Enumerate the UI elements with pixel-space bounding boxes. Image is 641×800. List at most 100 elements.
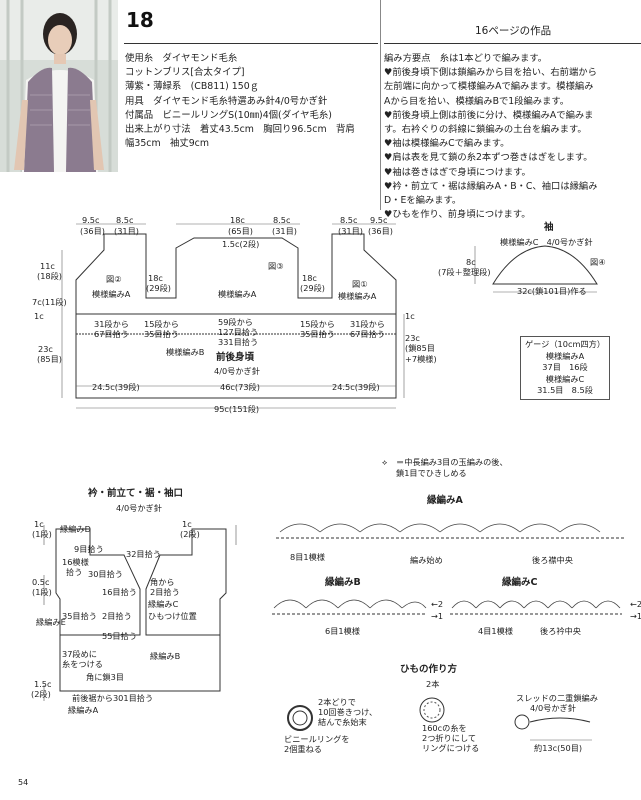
sleeve-width: 32c(鎖101目)作る bbox=[517, 286, 587, 296]
gauge-title: ゲージ（10cm四方） bbox=[524, 339, 606, 349]
dim-label: (36目) bbox=[368, 226, 393, 236]
pattern-b-label: 模様編みB bbox=[166, 347, 205, 357]
edge-label: 角に鎖3目 bbox=[86, 672, 124, 682]
bottom-dim: 24.5c(39段) bbox=[92, 382, 140, 392]
side-dim: (18段) bbox=[37, 271, 62, 281]
body-title: 前後身頃 bbox=[216, 352, 255, 363]
dim-label: (65目) bbox=[228, 226, 253, 236]
edging-b-label: →1 bbox=[431, 611, 444, 621]
method-line: 編み方要点 糸は1本どりで編みます。 bbox=[384, 53, 548, 64]
size-line-2: 幅35cm 袖丈9cm bbox=[125, 138, 209, 150]
edging-b-chart bbox=[272, 599, 427, 615]
edge-label: (2段) bbox=[180, 529, 200, 539]
gauge-a-values: 37目 16段 bbox=[542, 362, 588, 372]
method-line: ♥袖は模様編みCで編みます。 bbox=[384, 138, 510, 150]
cord-count: 2本 bbox=[426, 679, 440, 689]
edging-c-label: →1 bbox=[630, 611, 641, 621]
edging-a-label: 後ろ襟中央 bbox=[532, 555, 573, 565]
cord-title: ひもの作り方 bbox=[400, 664, 458, 675]
cord-illustration bbox=[287, 697, 592, 741]
edge-hook: 4/0号かぎ針 bbox=[116, 503, 162, 513]
side-dim: 11c bbox=[40, 261, 55, 271]
edging-c-chart bbox=[450, 600, 622, 615]
edge-label: (2段) bbox=[31, 689, 51, 699]
size-line-1: 出来上がり寸法 着丈43.5cm 胸回り96.5cm 背肩 bbox=[125, 124, 355, 136]
pattern-number: 18 bbox=[126, 8, 154, 32]
method-line: D・Eを編みます。 bbox=[384, 195, 462, 207]
yarn-color: 薄紫・薄緑系 (CB811) 150ｇ bbox=[125, 81, 260, 93]
fig-label: 図③ bbox=[268, 261, 284, 271]
cord-step: 2本どりで bbox=[318, 697, 356, 707]
dim-label: (36目) bbox=[80, 226, 105, 236]
edge-label: 32目拾う bbox=[126, 549, 161, 559]
method-line: ♥衿・前立て・裾は縁編みA・B・C、袖口は縁編み bbox=[384, 180, 598, 192]
pickup-label: 15段から bbox=[300, 319, 335, 329]
armhole-rows: (29段) bbox=[146, 283, 171, 293]
accessories-line: 付属品 ビニールリングS(10㎜)4個(ダイヤ毛糸) bbox=[125, 109, 332, 121]
armhole-label: 18c bbox=[148, 273, 163, 283]
edge-label: 拾う bbox=[66, 567, 83, 577]
pickup-label: 331目拾う bbox=[218, 337, 259, 347]
method-line: す。右衿ぐりの斜線に鎖編みの土台を編みます。 bbox=[384, 124, 587, 136]
side-dim: 23c bbox=[38, 344, 53, 354]
pickup-label: 59段から bbox=[218, 317, 253, 327]
edging-a-chart bbox=[276, 523, 624, 539]
edge-label: 前後裾から301目拾う bbox=[72, 693, 154, 703]
edge-label: 30目拾う bbox=[88, 569, 123, 579]
edge-diagram bbox=[43, 525, 237, 701]
edge-label: 縁編みA bbox=[68, 705, 99, 715]
sleeve-diagram bbox=[474, 245, 598, 293]
edging-c-label: 4目1模様 bbox=[478, 626, 513, 636]
edge-label: 縁編みE bbox=[36, 617, 66, 627]
pickup-label: 31段から bbox=[94, 319, 129, 329]
edge-label: 縁編みB bbox=[150, 651, 181, 661]
gauge-a: 模様編みA bbox=[545, 350, 585, 361]
edging-a-label: 8目1模様 bbox=[290, 552, 325, 562]
cord-length: 約13c(50目) bbox=[534, 743, 583, 753]
column-divider bbox=[380, 0, 381, 210]
cord-step: ビニールリングを bbox=[284, 734, 350, 744]
pickup-label: 35目拾う bbox=[144, 329, 179, 339]
edge-label: 1c bbox=[182, 519, 192, 529]
pickup-label: 67目拾う bbox=[350, 329, 385, 339]
right-dim: 23c bbox=[405, 333, 420, 343]
page-number: 54 bbox=[18, 778, 29, 787]
edging-b-label: 6目1模様 bbox=[325, 626, 360, 636]
yarn-line: 使用糸 ダイヤモンド毛糸 bbox=[125, 53, 238, 64]
edge-label: 2目拾う bbox=[150, 587, 180, 597]
dim-label: (31目) bbox=[272, 226, 297, 236]
method-line: Aから目を拾い、模様編みBで1段編みます。 bbox=[384, 95, 570, 107]
edging-c-label: ←2 bbox=[630, 599, 641, 609]
pickup-label: 35目拾う bbox=[300, 329, 335, 339]
method-line: 左前端に向かって模様編みAで編みます。模様編み bbox=[384, 81, 594, 93]
sleeve-height: 8c bbox=[466, 257, 476, 267]
edge-label: (1段) bbox=[32, 529, 52, 539]
dim-label: (31目) bbox=[338, 226, 363, 236]
edge-label: (1段) bbox=[32, 587, 52, 597]
sleeve-rows: (7段＋整理段) bbox=[438, 267, 491, 277]
edge-label: 37段めに bbox=[62, 649, 97, 659]
edge-label: 縁編みC bbox=[148, 599, 179, 609]
dim-label: 8.5c bbox=[273, 215, 291, 225]
dim-label: 9.5c bbox=[82, 215, 100, 225]
method-line: ♥肩は表を見て鎖の糸2本ずつ巻きはぎをします。 bbox=[384, 152, 593, 164]
sleeve-fig: 図④ bbox=[590, 257, 606, 267]
header-rule-right bbox=[384, 43, 641, 44]
cord-step: 10回巻きつけ、 bbox=[318, 707, 378, 717]
bottom-dim: 46c(73段) bbox=[220, 382, 260, 392]
edge-label: 縁編みD bbox=[60, 524, 91, 534]
fig-label: 図① bbox=[352, 279, 368, 289]
side-dim: (85目) bbox=[37, 354, 62, 364]
pickup-label: 67目拾う bbox=[94, 329, 129, 339]
dim-label: 18c bbox=[230, 215, 245, 225]
edge-label: 55目拾う bbox=[102, 631, 137, 641]
edge-title: 衿・前立て・裾・袖口 bbox=[88, 488, 184, 499]
method-line: ♥前後身頃下側は鎖編みから目を拾い、右前端から bbox=[384, 67, 597, 79]
legend-line: 鎖1目でひきしめる bbox=[396, 468, 467, 478]
edge-label: 35目拾う bbox=[62, 611, 97, 621]
edge-label: 角から bbox=[150, 577, 175, 587]
pattern-a-label: 模様編みA bbox=[218, 289, 257, 299]
edging-b-label: ←2 bbox=[431, 599, 444, 609]
dim-label: 9.5c bbox=[370, 215, 388, 225]
side-dim: 1c bbox=[34, 311, 44, 321]
